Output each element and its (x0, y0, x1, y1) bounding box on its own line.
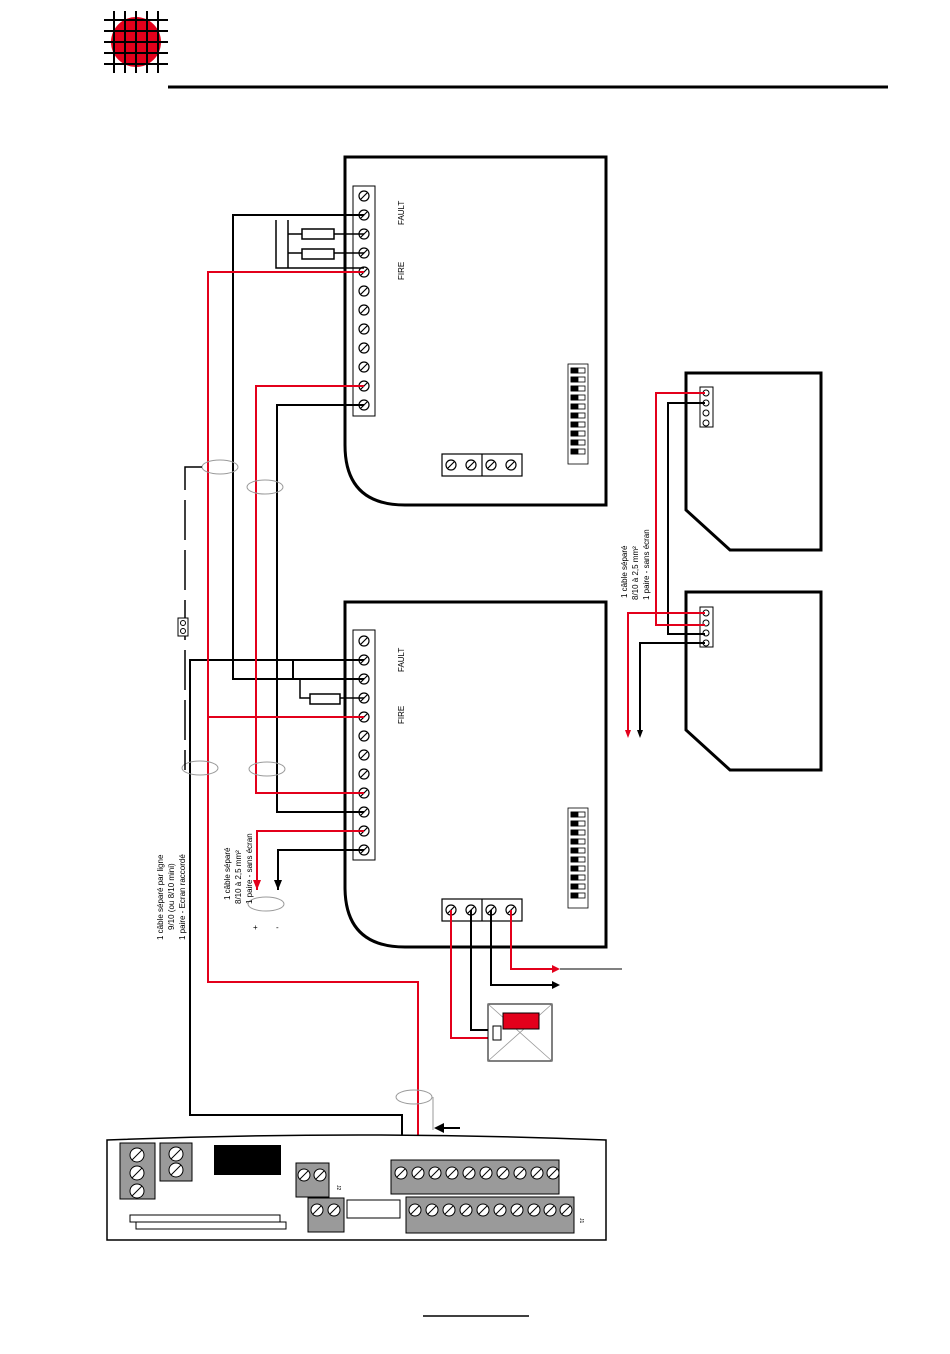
pin-header (130, 1215, 286, 1229)
detector-panel-upper: FAULT FIRE (345, 157, 606, 505)
j1-label: J1 (578, 1218, 584, 1224)
relay-terminal-upper (442, 454, 522, 476)
j2-label: J2 (335, 1185, 341, 1191)
minus-label: - (276, 923, 279, 932)
detector-panel-lower: FAULT FIRE (345, 602, 606, 947)
svg-text:1 paire - Ecran raccordé: 1 paire - Ecran raccordé (178, 854, 187, 940)
sounder-box-upper (686, 373, 821, 550)
svg-text:8/10 à 2,5 mm²: 8/10 à 2,5 mm² (631, 546, 640, 600)
sounder-box-lower (686, 592, 821, 770)
fire-label-upper: FIRE (397, 262, 406, 280)
cable-note-right: 1 câble séparé 8/10 à 2,5 mm² 1 paire - … (620, 529, 651, 600)
dip-switch-upper[interactable] (568, 364, 588, 464)
j1-terminals-upper (391, 1160, 559, 1194)
svg-text:8/10 à 2,5 mm²: 8/10 à 2,5 mm² (234, 850, 243, 904)
svg-text:1 câble séparé par ligne: 1 câble séparé par ligne (156, 854, 165, 940)
plus-label: + (253, 923, 258, 932)
dip-switch-lower[interactable] (568, 808, 588, 908)
svg-text:1 câble séparé: 1 câble séparé (223, 847, 232, 900)
beacon-device (488, 1004, 552, 1061)
control-board: J2 J1 (107, 1135, 606, 1240)
svg-text:1 câble séparé: 1 câble séparé (620, 545, 629, 598)
board-label-box (347, 1200, 400, 1218)
cable-note-middle: 1 câble séparé 8/10 à 2,5 mm² 1 paire - … (223, 833, 254, 904)
svg-text:9/10 (ou 8/10 mini): 9/10 (ou 8/10 mini) (167, 863, 176, 930)
svg-text:1 paire - sans écran: 1 paire - sans écran (642, 529, 651, 600)
board-chip (214, 1145, 281, 1175)
fire-label-lower: FIRE (397, 706, 406, 724)
cable-note-left: 1 câble séparé par ligne 9/10 (ou 8/10 m… (156, 854, 187, 940)
svg-text:1 paire - sans écran: 1 paire - sans écran (245, 833, 254, 904)
j1-terminals-lower (406, 1197, 574, 1233)
company-logo (104, 11, 168, 73)
fault-label-upper: FAULT (397, 201, 406, 225)
fault-label-lower: FAULT (397, 648, 406, 672)
direction-arrow (434, 1123, 460, 1133)
